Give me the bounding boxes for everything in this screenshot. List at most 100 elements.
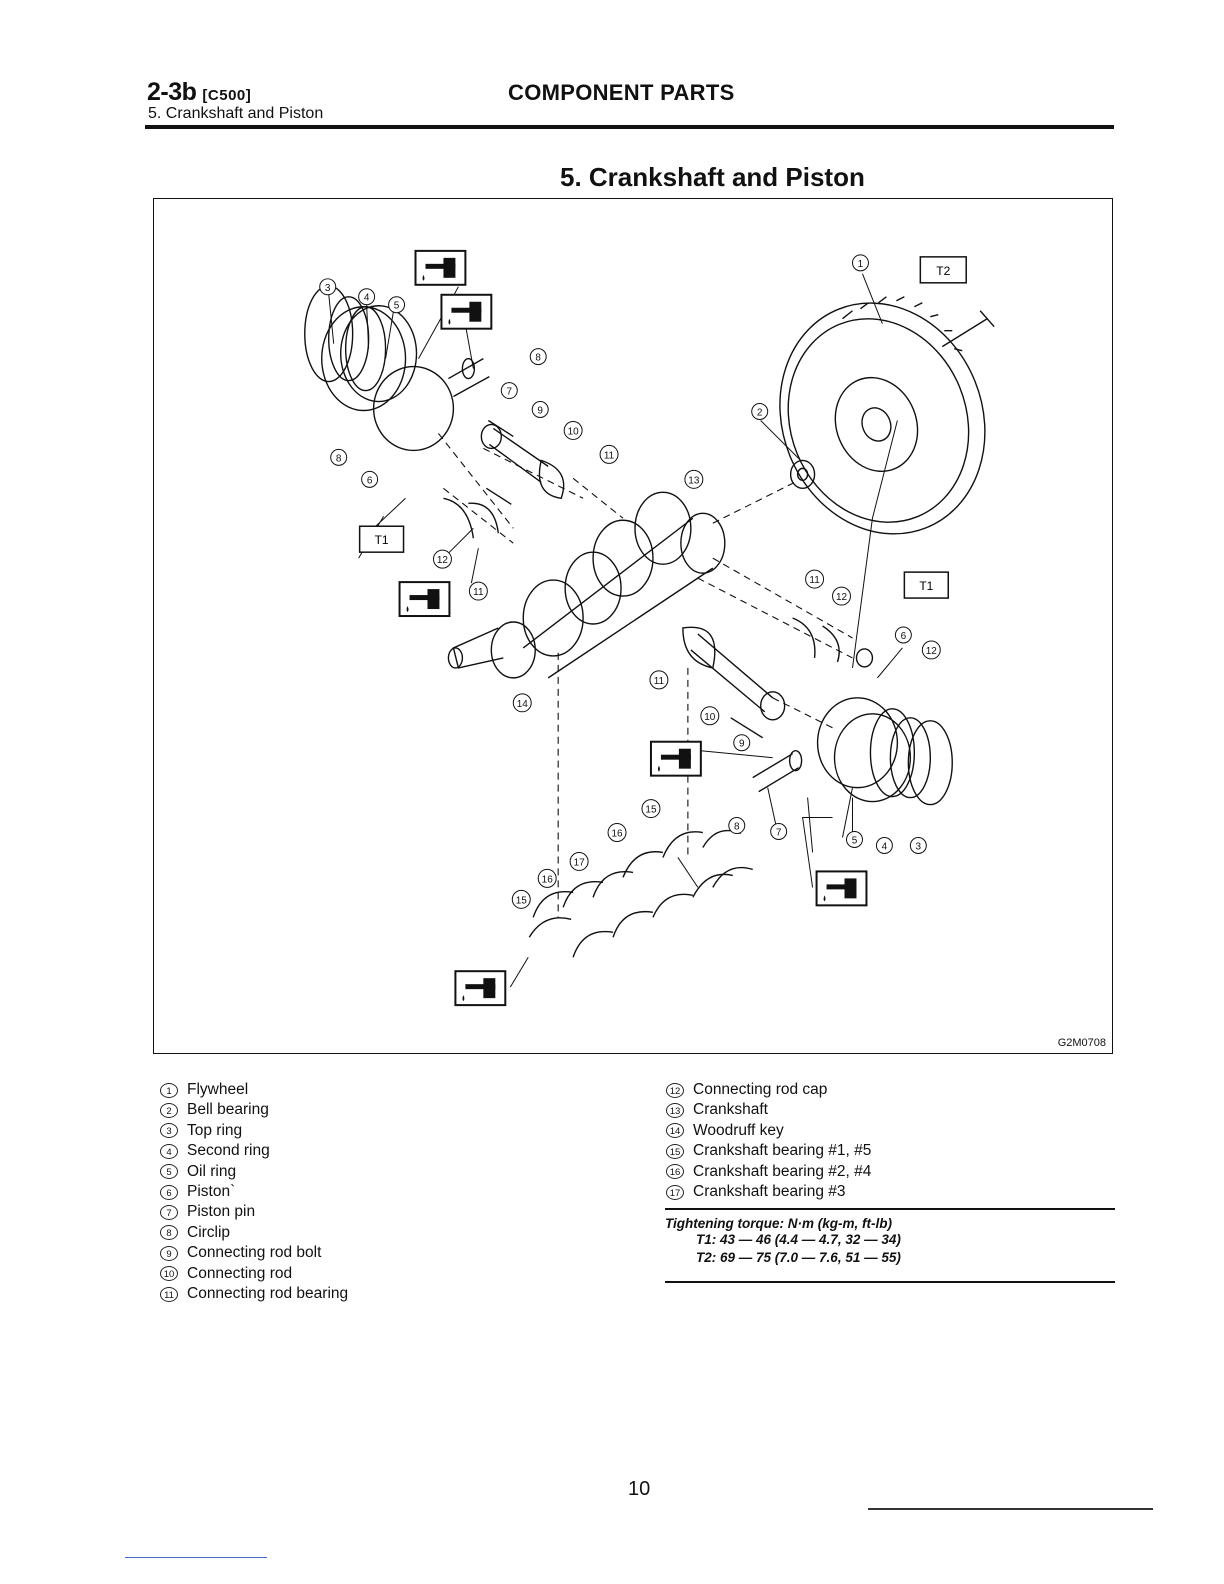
- legend-label: Flywheel: [187, 1081, 249, 1098]
- svg-text:7: 7: [776, 828, 782, 839]
- legend-item: 2 Bell bearing: [160, 1100, 348, 1120]
- legend-number: 13: [666, 1103, 684, 1119]
- torque-tag-t1-right: T1: [903, 571, 950, 599]
- svg-text:T1: T1: [919, 579, 933, 593]
- legend-number: 1: [160, 1082, 178, 1098]
- callout-5-lower: 5: [846, 831, 863, 848]
- subsection-title: 5. Crankshaft and Piston: [148, 105, 324, 122]
- svg-text:2: 2: [757, 407, 763, 418]
- crankshaft-drawing: [447, 491, 726, 679]
- legend-number: 16: [666, 1164, 684, 1180]
- legend-label: Crankshaft: [693, 1101, 768, 1119]
- legend-number: 12: [666, 1082, 684, 1098]
- callout-8-top: 8: [529, 348, 547, 366]
- legend-label: Bell bearing: [187, 1101, 269, 1119]
- oil-application-icon: [440, 293, 493, 330]
- section-title: COMPONENT PARTS: [508, 80, 735, 105]
- legend-number: 8: [160, 1225, 178, 1241]
- svg-text:10: 10: [704, 712, 716, 723]
- legend-label: Crankshaft bearing #3: [693, 1182, 846, 1200]
- oil-application-icon: [815, 870, 868, 907]
- svg-text:13: 13: [688, 475, 700, 486]
- svg-text:12: 12: [836, 592, 848, 603]
- legend-item: 17 Crankshaft bearing #3: [666, 1182, 871, 1202]
- svg-text:14: 14: [517, 699, 529, 710]
- right-piston-drawing: [752, 697, 953, 806]
- svg-text:10: 10: [568, 426, 580, 437]
- svg-text:T2: T2: [936, 264, 950, 278]
- header-rule: [145, 125, 1114, 129]
- figure-code: G2M0708: [1057, 1037, 1106, 1049]
- callout-5: 5: [388, 296, 406, 314]
- svg-text:11: 11: [654, 676, 665, 687]
- svg-text:17: 17: [574, 857, 586, 868]
- callout-16-upper: 16: [607, 823, 627, 842]
- callout-6-right: 6: [894, 626, 912, 644]
- legend-item: 16 Crankshaft bearing #2, #4: [666, 1162, 871, 1182]
- callout-4: 4: [358, 288, 376, 306]
- svg-text:7: 7: [507, 387, 513, 398]
- legend-number: 5: [160, 1164, 178, 1180]
- legend-item: 9 Connecting rod bolt: [160, 1243, 348, 1263]
- legend-number: 14: [666, 1123, 684, 1139]
- svg-text:15: 15: [645, 805, 657, 816]
- callout-9: 9: [531, 401, 549, 418]
- legend-number: 17: [666, 1184, 684, 1200]
- legend-label: Crankshaft bearing #1, #5: [693, 1142, 872, 1160]
- callout-3: 3: [319, 278, 337, 296]
- legend-number: 15: [666, 1143, 684, 1159]
- torque-heading: Tightening torque: N·m (kg-m, ft-lb): [665, 1216, 892, 1231]
- callout-8: 8: [330, 448, 348, 466]
- legend-label: Top ring: [187, 1121, 243, 1139]
- legend-number: 2: [160, 1103, 178, 1119]
- svg-text:11: 11: [604, 450, 615, 461]
- svg-text:16: 16: [542, 874, 554, 885]
- legend-item: 8 Circlip: [160, 1223, 348, 1243]
- callout-1: 1: [851, 254, 869, 272]
- torque-tag-t1-left: T1: [358, 525, 405, 553]
- svg-text:12: 12: [926, 646, 938, 657]
- legend-item: 3 Top ring: [160, 1121, 348, 1141]
- svg-text:16: 16: [611, 829, 623, 840]
- torque-rule-bottom: [665, 1281, 1115, 1283]
- footer-link-rule: [125, 1557, 267, 1558]
- legend-number: 7: [160, 1205, 178, 1221]
- legend-item: 14 Woodruff key: [666, 1121, 871, 1141]
- section-code: [C500]: [202, 87, 252, 104]
- svg-text:9: 9: [739, 739, 745, 750]
- right-connecting-rod-drawing: [682, 617, 874, 739]
- callout-17: 17: [569, 851, 589, 871]
- callout-8-lower: 8: [728, 817, 746, 835]
- legend-label: Woodruff key: [693, 1121, 784, 1139]
- callout-7-lower: 7: [770, 823, 788, 840]
- svg-text:5: 5: [852, 835, 858, 846]
- svg-text:11: 11: [809, 575, 820, 586]
- legend-number: 4: [160, 1143, 178, 1159]
- legend-number: 9: [160, 1245, 178, 1261]
- oil-application-icon: [398, 581, 451, 618]
- legend-number: 11: [160, 1286, 178, 1302]
- callout-10-lower: 10: [700, 706, 720, 726]
- legend-label: Connecting rod bolt: [187, 1244, 322, 1262]
- footer-rule: [868, 1508, 1153, 1510]
- legend-label: Circlip: [187, 1223, 231, 1241]
- diagram-svg: T1 T1 T2 1 2 3 4 5 6 7 8 8 9 10 11 13 12…: [304, 249, 995, 1007]
- legend-number: 3: [160, 1123, 178, 1139]
- svg-text:6: 6: [367, 475, 373, 486]
- oil-application-icon: [454, 970, 507, 1007]
- svg-text:8: 8: [535, 353, 541, 364]
- svg-text:8: 8: [734, 822, 740, 833]
- torque-tag-t2: T2: [919, 256, 967, 284]
- callout-4-lower: 4: [875, 837, 893, 854]
- legend-label: Piston`: [187, 1182, 236, 1200]
- callout-6: 6: [361, 470, 379, 488]
- legend-label: Second ring: [187, 1142, 270, 1160]
- flywheel-drawing: [779, 296, 986, 535]
- legend-label: Connecting rod: [187, 1264, 293, 1282]
- legend-label: Crankshaft bearing #2, #4: [693, 1162, 872, 1180]
